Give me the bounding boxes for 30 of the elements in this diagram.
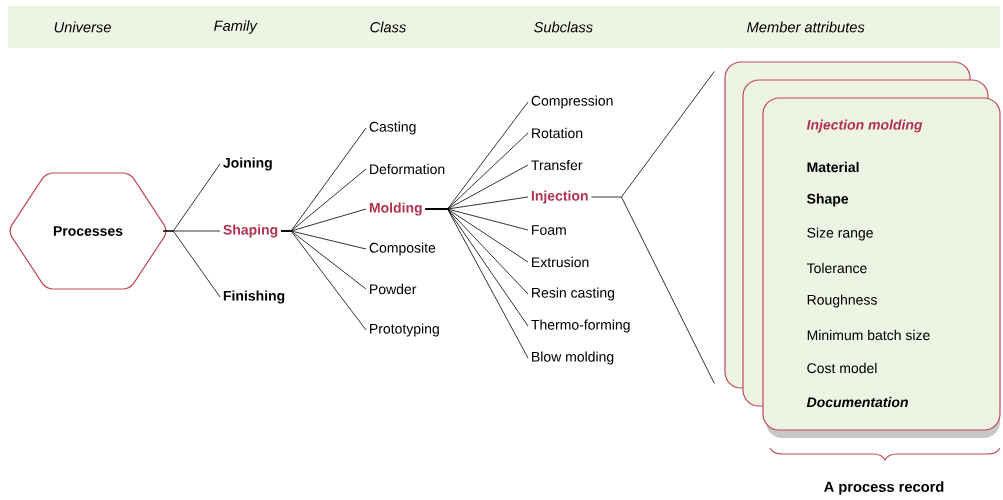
category-label: Rotation [532, 127, 583, 139]
record-card: Injection molding Material Shape Size range Tolerance Roughness Minimum batch size Cost model Documentation [762, 97, 1001, 438]
category-label: Joining [223, 157, 272, 171]
branch-line [162, 230, 221, 298]
column-heading: Member attributes [747, 21, 865, 33]
category-label: Extrusion [532, 256, 589, 268]
column-heading: Universe [54, 21, 111, 33]
category-label: Injection [531, 190, 588, 204]
branch-line [425, 208, 529, 359]
category-label: Thermo-forming [531, 319, 630, 333]
branch-line [591, 71, 715, 384]
category-label: Casting [369, 121, 416, 135]
category-label: Blow molding [532, 351, 614, 365]
category-label: Deformation [370, 163, 445, 175]
category-label: Molding [369, 202, 422, 216]
column-heading: Class [370, 21, 406, 33]
category-label: Composite [369, 242, 436, 256]
category-label: Finishing [223, 290, 285, 304]
category-label: Foam [532, 225, 566, 235]
column-heading: Subclass [534, 21, 593, 33]
category-label: Prototyping [370, 323, 439, 337]
category-label: Transfer [531, 159, 583, 171]
record-caption: A process record [824, 481, 944, 495]
process-hexagon: Processes [9, 172, 167, 290]
column-heading: Family [214, 20, 258, 34]
category-label: Compression [531, 95, 613, 109]
category-label: Powder [370, 283, 417, 295]
category-label: Shaping [223, 224, 278, 238]
branch-line [280, 230, 367, 331]
category-label: Resin casting [532, 287, 615, 301]
